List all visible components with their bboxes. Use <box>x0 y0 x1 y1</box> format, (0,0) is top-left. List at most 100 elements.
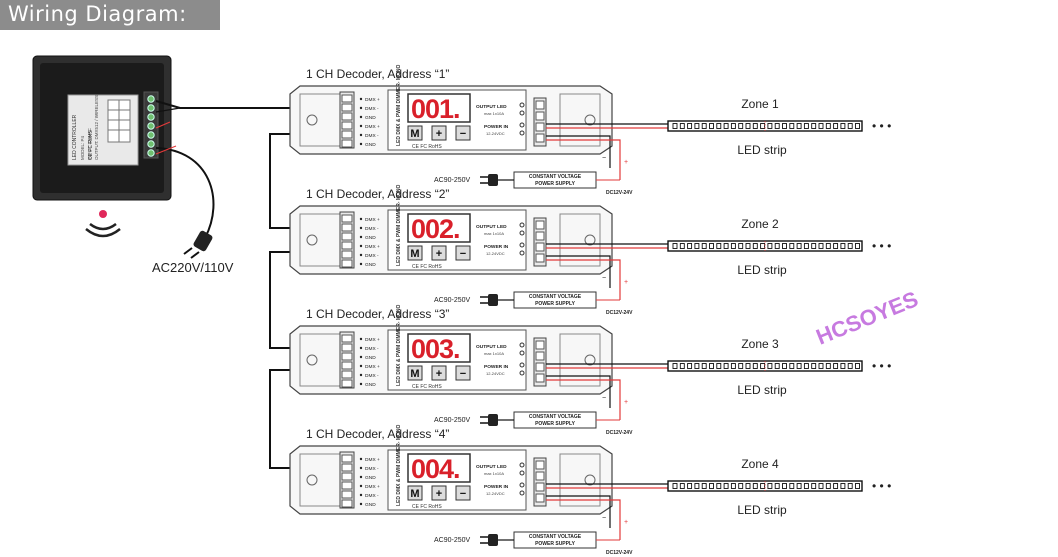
psu-label-line1: CONSTANT VOLTAGE <box>529 294 582 300</box>
terminal-dot <box>359 142 363 146</box>
led-chip <box>760 363 766 369</box>
terminal-label: DMX - <box>365 373 379 379</box>
output-spec-label: max 1x10A <box>484 111 504 116</box>
controller-label-line: MODEL: P4 <box>80 135 85 160</box>
led-chip <box>796 483 802 489</box>
terminal-slot <box>341 223 353 232</box>
terminal-dot <box>359 457 363 461</box>
terminal-slot <box>341 490 353 499</box>
terminal-port <box>519 462 525 468</box>
led-chip <box>716 363 722 369</box>
led-chip <box>840 123 846 129</box>
terminal-slot <box>535 122 545 132</box>
plus-button[interactable] <box>431 485 447 501</box>
terminal-port <box>519 470 525 476</box>
psu-label-line1: CONSTANT VOLTAGE <box>529 534 582 540</box>
panel-side-label: LED DMX & PWM DIMMER- MONO <box>396 185 402 266</box>
led-chip <box>760 243 766 249</box>
led-chip <box>730 363 736 369</box>
plus-button[interactable] <box>431 365 447 381</box>
terminal-dot <box>359 235 363 239</box>
led-chip <box>723 483 729 489</box>
led-chip <box>811 243 817 249</box>
minus-button[interactable] <box>455 245 471 261</box>
minus-button-label: − <box>460 488 466 500</box>
led-chip <box>679 123 685 129</box>
led-chip <box>752 243 758 249</box>
terminal-label: GND <box>365 142 376 148</box>
terminal-dot <box>359 475 363 479</box>
terminal-port <box>519 482 525 488</box>
led-chip <box>796 123 802 129</box>
terminal-slot <box>535 482 545 492</box>
terminal-label: GND <box>365 235 376 241</box>
led-chip <box>818 363 824 369</box>
led-chip <box>709 123 714 129</box>
controller-label-line: INPUT: 220VAC <box>87 127 92 160</box>
led-chip <box>803 483 809 489</box>
plus-button[interactable] <box>431 245 447 261</box>
mode-button[interactable] <box>407 485 423 501</box>
terminal-label: DMX + <box>365 337 380 343</box>
led-chip <box>723 123 729 129</box>
led-chip <box>833 123 839 129</box>
psu-label-line1: CONSTANT VOLTAGE <box>529 174 582 180</box>
terminal-port <box>519 370 525 376</box>
zone-label: Zone 4 <box>741 457 779 471</box>
output-spec-label: max 1x10A <box>484 471 504 476</box>
terminal-screw <box>147 95 155 103</box>
mode-button[interactable] <box>407 245 423 261</box>
terminal-label: DMX + <box>365 457 380 463</box>
ac-voltage-label: AC90-250V <box>434 417 471 424</box>
psu-wire-red <box>546 139 621 180</box>
terminal-slot <box>535 100 545 110</box>
led-strip-label: LED strip <box>737 503 787 517</box>
decoder-title: 1 CH Decoder, Address “4” <box>306 427 449 441</box>
address-display: 003. <box>411 334 460 364</box>
led-chip <box>840 483 846 489</box>
led-chip <box>687 123 693 129</box>
led-chip <box>679 483 685 489</box>
terminal-slot <box>341 352 353 361</box>
mode-button[interactable] <box>407 365 423 381</box>
psu-wire-black <box>546 375 611 408</box>
decoder-unit: 1 CH Decoder, Address “4”DMX +DMX -GNDDM… <box>289 425 891 556</box>
minus-button-label: − <box>460 368 466 380</box>
output-spec-label: max 1x10A <box>484 351 504 356</box>
led-chip <box>811 363 817 369</box>
minus-button[interactable] <box>455 485 471 501</box>
led-chip <box>752 483 758 489</box>
minus-sign: − <box>602 155 606 162</box>
panel-side-label: LED DMX & PWM DIMMER- MONO <box>396 65 402 146</box>
led-chip <box>672 123 678 129</box>
led-chip <box>825 483 831 489</box>
terminal-screw <box>147 149 155 157</box>
ac-plug-icon <box>183 230 213 259</box>
led-chip <box>694 363 700 369</box>
led-chip <box>745 243 751 249</box>
minus-button[interactable] <box>455 365 471 381</box>
psu-label-line1: CONSTANT VOLTAGE <box>529 414 582 420</box>
led-chip <box>701 123 707 129</box>
led-chip <box>752 123 758 129</box>
output-led-label: OUTPUT LED <box>476 104 507 110</box>
mode-button[interactable] <box>407 125 423 141</box>
mounting-hole <box>584 234 596 246</box>
plus-button-label: + <box>436 368 442 380</box>
housing-rib <box>559 453 601 507</box>
led-chip <box>767 123 773 129</box>
terminal-label: DMX - <box>365 226 379 232</box>
led-chip <box>782 123 787 129</box>
terminal-screw <box>147 131 155 139</box>
minus-button[interactable] <box>455 125 471 141</box>
ac-voltage-label: AC90-250V <box>434 177 471 184</box>
plus-sign: + <box>624 399 628 406</box>
terminal-dot <box>359 217 363 221</box>
plus-button-label: + <box>436 488 442 500</box>
led-chip <box>701 483 707 489</box>
terminal-dot <box>359 502 363 506</box>
led-chip <box>796 243 802 249</box>
plus-button[interactable] <box>431 125 447 141</box>
led-chip <box>825 243 831 249</box>
